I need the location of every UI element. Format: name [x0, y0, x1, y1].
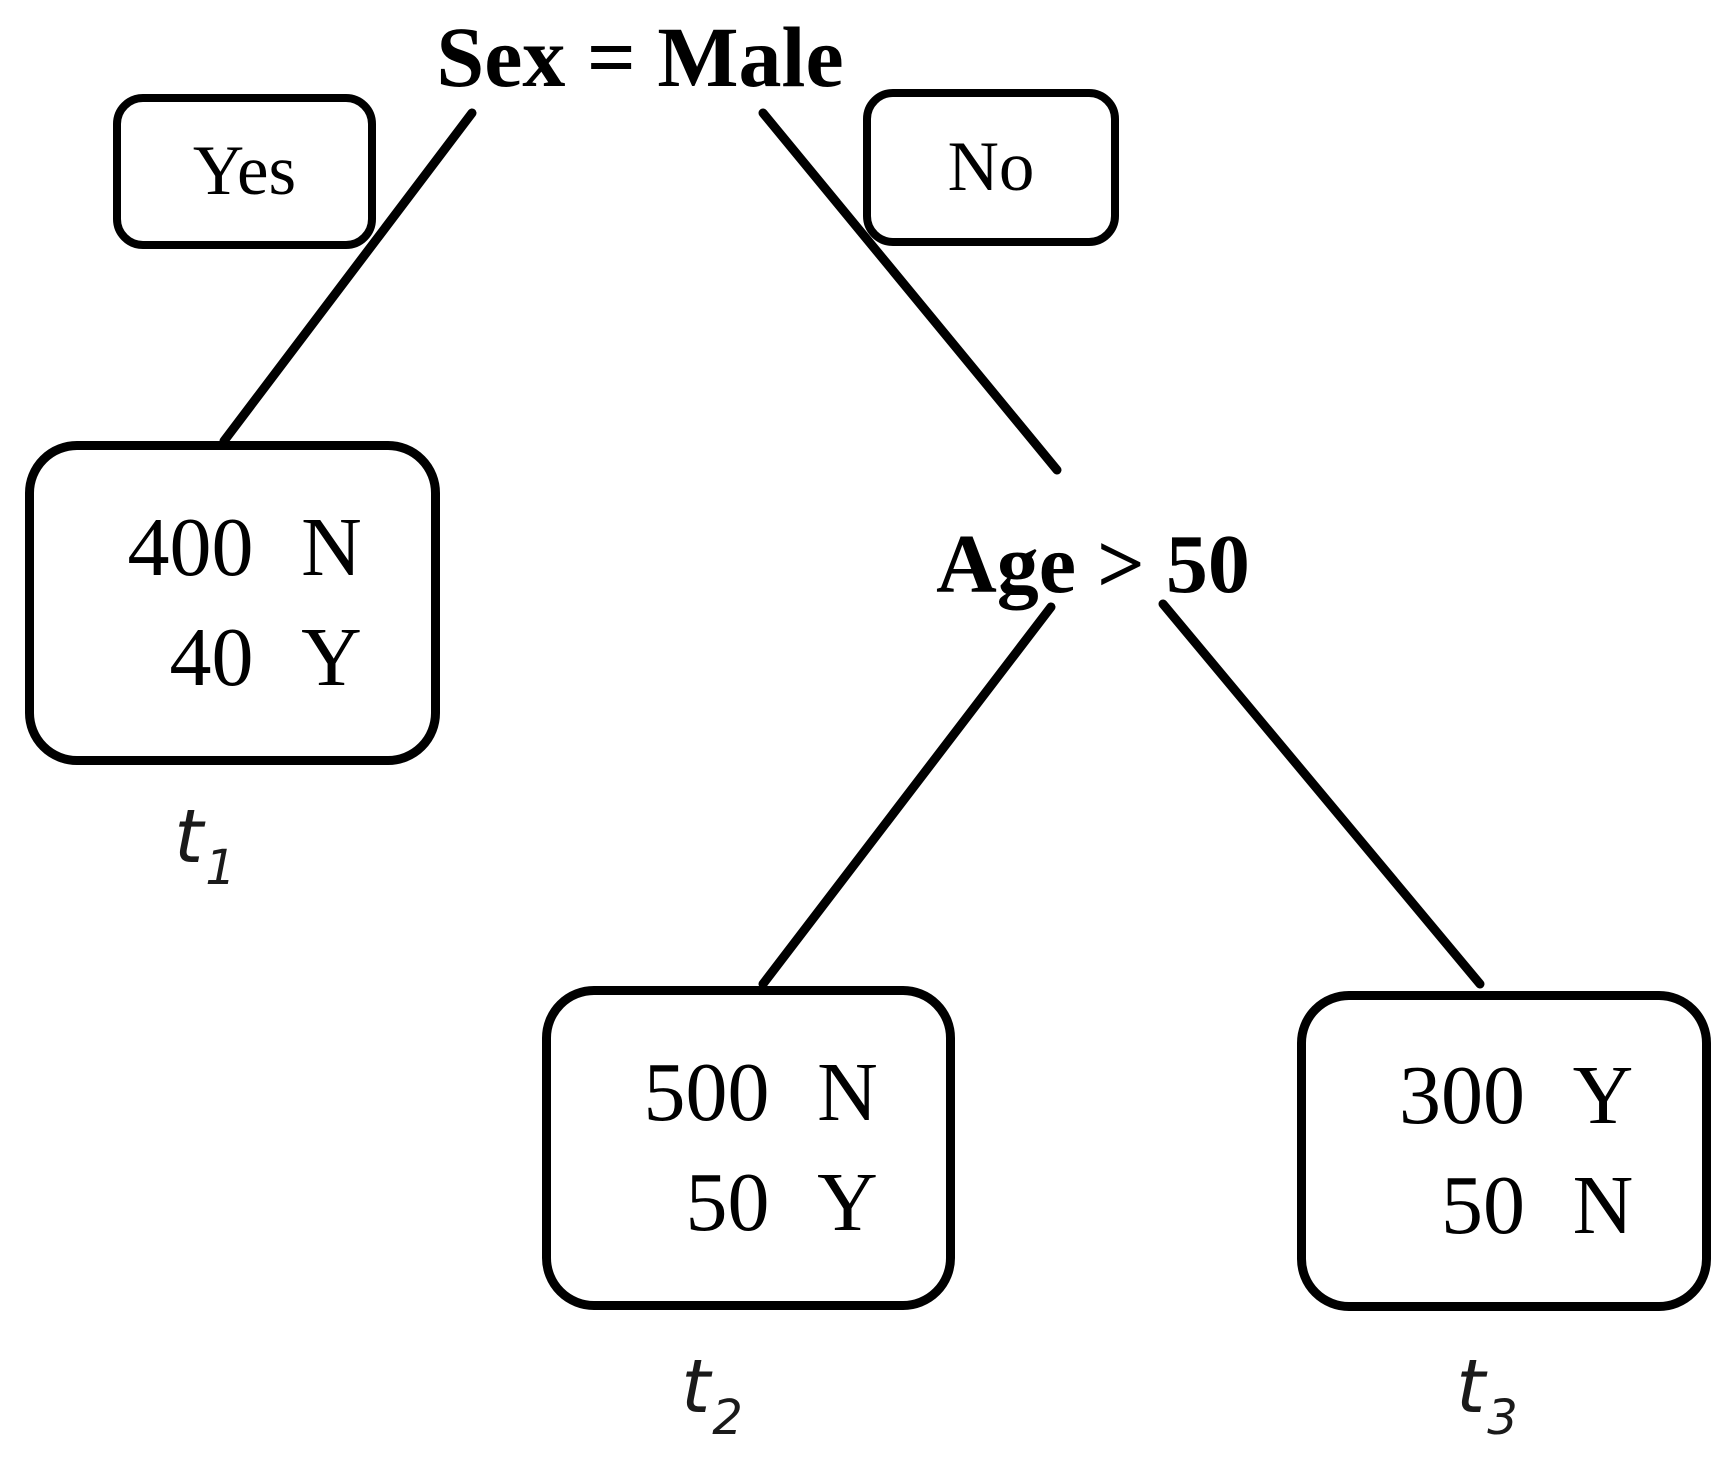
leaf-label-subscript: 3: [1487, 1390, 1518, 1446]
leaf-class: Y: [1572, 1049, 1634, 1142]
leaf-row: 300 Y: [1355, 1054, 1653, 1138]
root-node-label: Sex = Male: [436, 9, 844, 105]
leaf-count: 400: [127, 501, 254, 594]
edge-age-to-t3: [1158, 599, 1485, 989]
leaf-label-t3: t3: [1456, 1350, 1518, 1442]
leaf-label-base: t: [681, 1344, 711, 1430]
leaf-class: N: [301, 501, 362, 594]
leaf-count: 50: [685, 1156, 770, 1249]
leaf-row: 40 Y: [84, 616, 382, 700]
edge-age-to-t2: [758, 602, 1056, 989]
leaf-class: Y: [817, 1156, 878, 1249]
leaf-node-t1: 400 N 40 Y: [25, 441, 440, 765]
edge-root-to-age: [758, 108, 1062, 475]
leaf-row: 500 N: [600, 1051, 898, 1135]
leaf-row: 50 N: [1355, 1164, 1653, 1248]
leaf-label-t2: t2: [681, 1350, 743, 1442]
leaf-label-base: t: [1456, 1344, 1486, 1430]
leaf-node-t3: 300 Y 50 N: [1297, 991, 1711, 1311]
leaf-label-subscript: 2: [712, 1390, 743, 1446]
leaf-class: N: [817, 1046, 878, 1139]
leaf-class: N: [1572, 1159, 1634, 1252]
branch-yes-label: Yes: [192, 132, 297, 210]
leaf-count: 500: [643, 1046, 770, 1139]
leaf-row: 400 N: [84, 506, 382, 590]
edge-root-to-t1: [219, 108, 477, 446]
branch-box-no: No: [863, 89, 1119, 246]
branch-box-yes: Yes: [113, 94, 376, 249]
leaf-label-base: t: [174, 794, 204, 880]
branch-no-label: No: [947, 128, 1035, 206]
leaf-count: 40: [169, 611, 254, 704]
leaf-count: 300: [1399, 1049, 1525, 1142]
leaf-node-t2: 500 N 50 Y: [542, 986, 955, 1310]
leaf-class: Y: [301, 611, 362, 704]
leaf-row: 50 Y: [600, 1161, 898, 1245]
leaf-label-t1: t1: [174, 800, 236, 892]
internal-node-label: Age > 50: [936, 518, 1250, 611]
leaf-count: 50: [1441, 1159, 1525, 1252]
leaf-label-subscript: 1: [205, 840, 236, 896]
